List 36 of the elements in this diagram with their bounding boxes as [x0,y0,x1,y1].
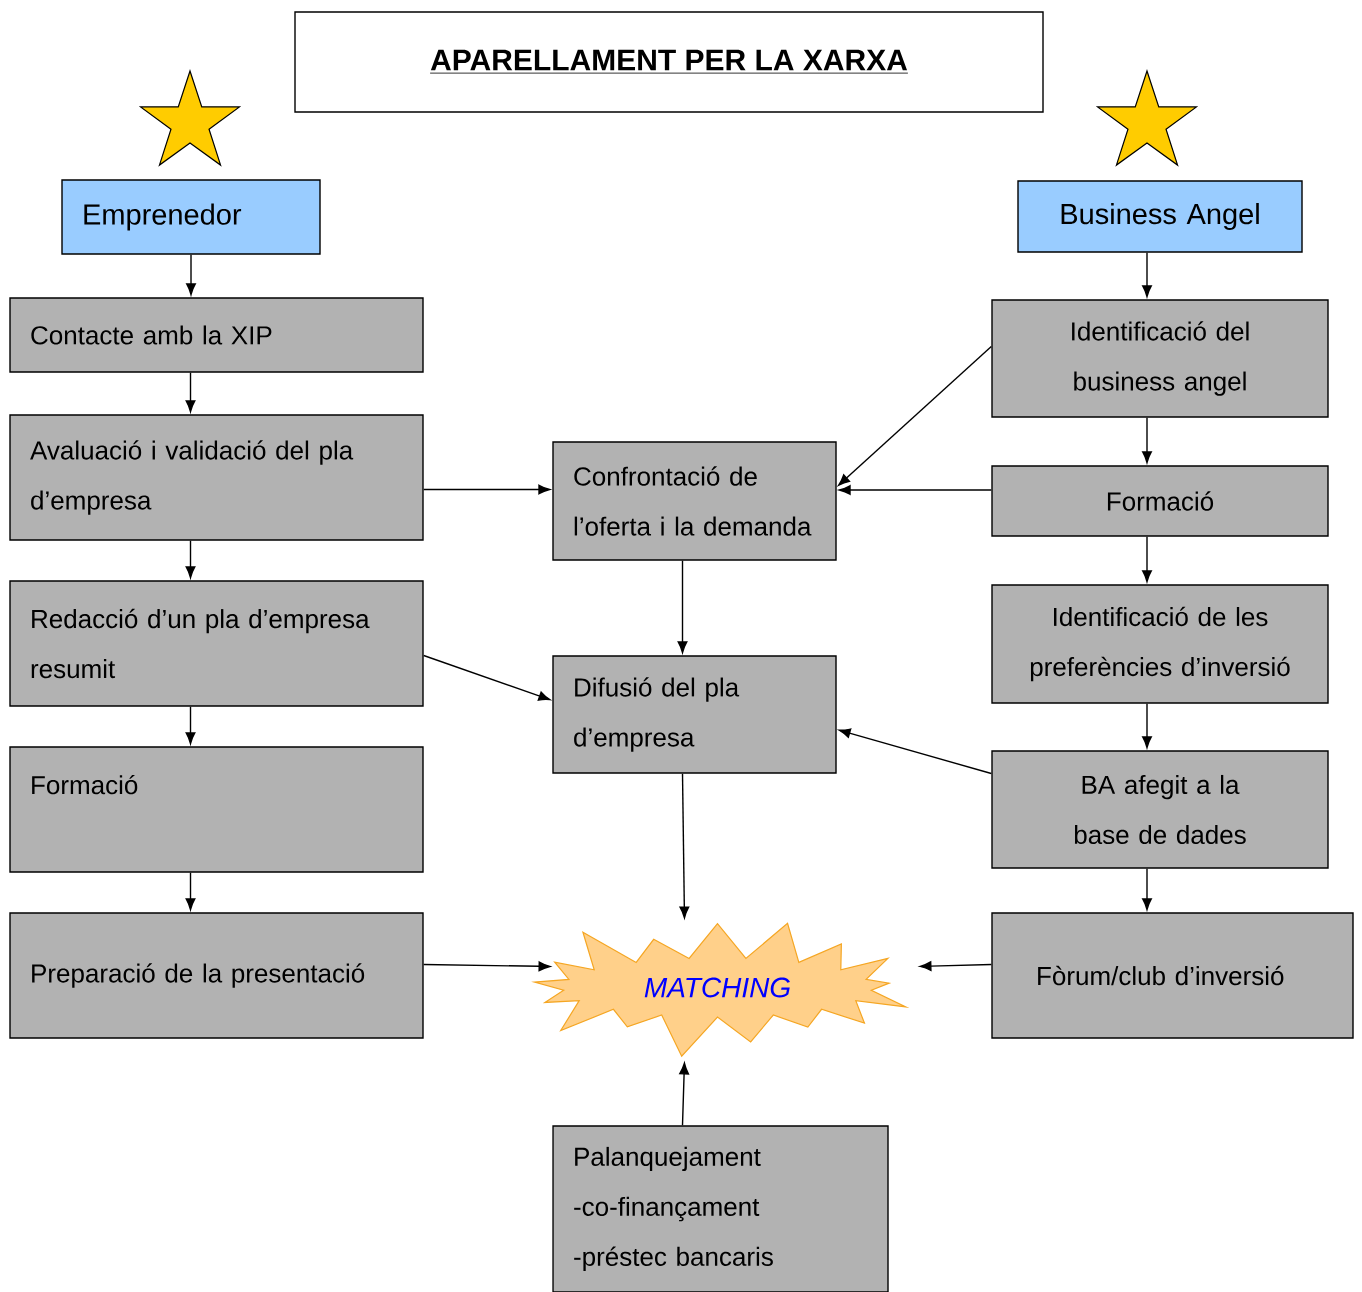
arrow [185,372,196,413]
arrow [185,706,196,745]
arrow [423,654,551,701]
process-box: Confrontació de l’oferta i la demanda [552,441,837,561]
arrow [838,485,992,495]
process-box: Preparació de la presentació [9,912,424,1039]
process-box: Formació [991,465,1329,537]
actor-box: Emprenedor [61,179,321,255]
arrow [423,484,551,495]
process-box: Identificació de les preferències d’inversió [991,584,1329,704]
actor-box: Business Angel [1017,180,1303,253]
arrow [1142,252,1152,298]
title-box: APARELLAMENT PER LA XARXA [294,11,1044,113]
process-box: Identificació del business angel [991,299,1329,418]
arrow [1142,703,1152,749]
arrow [185,872,196,911]
process-box: Contacte amb la XIP [9,297,424,373]
arrow [185,540,196,579]
arrow [679,1062,690,1126]
process-box: Formació [9,746,424,873]
arrow [423,961,551,972]
process-box: Fòrum/club d’inversió [991,912,1354,1039]
process-box: Difusió del pla d’empresa [552,655,837,774]
arrow [919,961,992,972]
process-box: BA afegit a la base de dades [991,750,1329,869]
arrow [1142,536,1152,583]
arrow [1142,417,1152,464]
process-box: Palanquejament -co-finançament -préstec bancaris [552,1125,889,1292]
arrow [838,345,992,486]
arrow [677,560,688,654]
arrow [1142,868,1152,911]
arrow [186,254,196,296]
arrow [838,728,992,775]
arrow [679,773,690,919]
process-box: Redacció d’un pla d’empresa resumit [9,580,424,707]
process-box: Avaluació i validació del pla d’empresa [9,414,424,541]
